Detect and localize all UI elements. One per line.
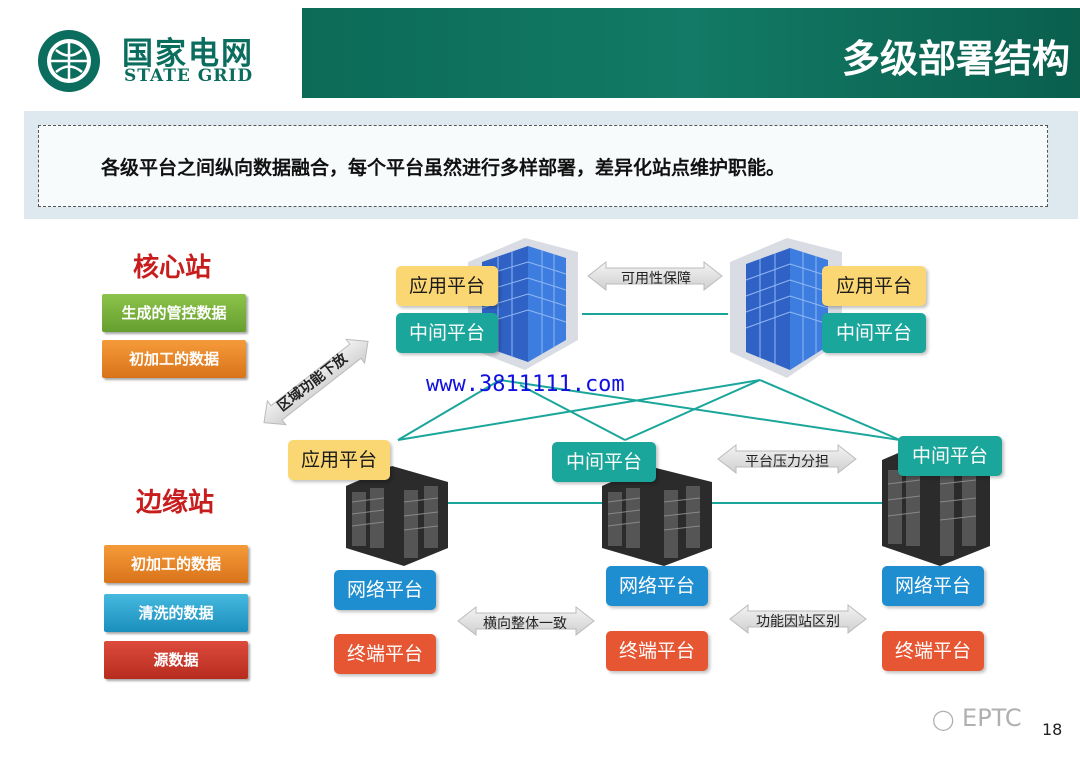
- core-right-app-platform: 应用平台: [822, 266, 926, 306]
- edge-server-left-icon: [346, 466, 448, 566]
- core-station-heading: 核心站: [133, 253, 212, 283]
- core-building-right-icon: [730, 238, 842, 378]
- page-number: 18: [1042, 720, 1063, 739]
- edge-left-terminal-platform: 终端平台: [334, 634, 436, 674]
- load-split-arrow-shape: [717, 443, 857, 475]
- title-banner: 多级部署结构: [302, 8, 1080, 98]
- state-grid-emblem-icon: [38, 30, 100, 92]
- horizontal-arrow-shape: [457, 605, 595, 637]
- edge-tag-processed-data: 初加工的数据: [104, 545, 248, 583]
- logo-chinese-name: 国家电网: [122, 36, 254, 72]
- edge-center-terminal-platform: 终端平台: [606, 631, 708, 671]
- edge-station-heading: 边缘站: [136, 488, 215, 518]
- region-down-arrow-shape: [263, 338, 369, 426]
- summary-box: 各级平台之间纵向数据融合，每个平台虽然进行多样部署，差异化站点维护职能。: [38, 125, 1048, 207]
- edge-right-mid-platform: 中间平台: [898, 436, 1002, 476]
- availability-arrow-shape: [587, 260, 723, 292]
- state-grid-logo: 国家电网 STATE GRID: [36, 28, 266, 98]
- logo-english-name: STATE GRID: [124, 66, 254, 86]
- edge-left-app-platform: 应用平台: [288, 440, 390, 480]
- horizontal-consistency-label: 横向整体一致: [483, 616, 567, 632]
- core-tag-processed-data: 初加工的数据: [102, 340, 246, 378]
- eptc-brand: ◯ EPTC: [932, 704, 1022, 732]
- page-title: 多级部署结构: [841, 37, 1070, 81]
- watermark-url: www.3811111.com: [426, 372, 625, 397]
- core-right-mid-platform: 中间平台: [822, 313, 926, 353]
- edge-center-net-platform: 网络平台: [606, 566, 708, 606]
- function-difference-label: 功能因站区别: [756, 614, 840, 630]
- load-split-label: 平台压力分担: [745, 454, 829, 470]
- core-tag-control-data: 生成的管控数据: [102, 294, 246, 332]
- edge-server-center-icon: [602, 466, 712, 566]
- edge-tag-cleaned-data: 清洗的数据: [104, 594, 248, 632]
- edge-right-terminal-platform: 终端平台: [882, 631, 984, 671]
- edge-left-net-platform: 网络平台: [334, 570, 436, 610]
- connection-lines: [397, 313, 901, 504]
- edge-right-net-platform: 网络平台: [882, 566, 984, 606]
- wechat-icon: ◯: [932, 707, 955, 731]
- eptc-brand-text: EPTC: [962, 704, 1022, 732]
- core-left-app-platform: 应用平台: [396, 266, 498, 306]
- core-left-mid-platform: 中间平台: [396, 313, 498, 353]
- edge-tag-source-data: 源数据: [104, 641, 248, 679]
- edge-center-mid-platform: 中间平台: [552, 442, 656, 482]
- summary-text: 各级平台之间纵向数据融合，每个平台虽然进行多样部署，差异化站点维护职能。: [101, 157, 786, 179]
- availability-label: 可用性保障: [621, 271, 691, 287]
- func-diff-arrow-shape: [729, 603, 867, 635]
